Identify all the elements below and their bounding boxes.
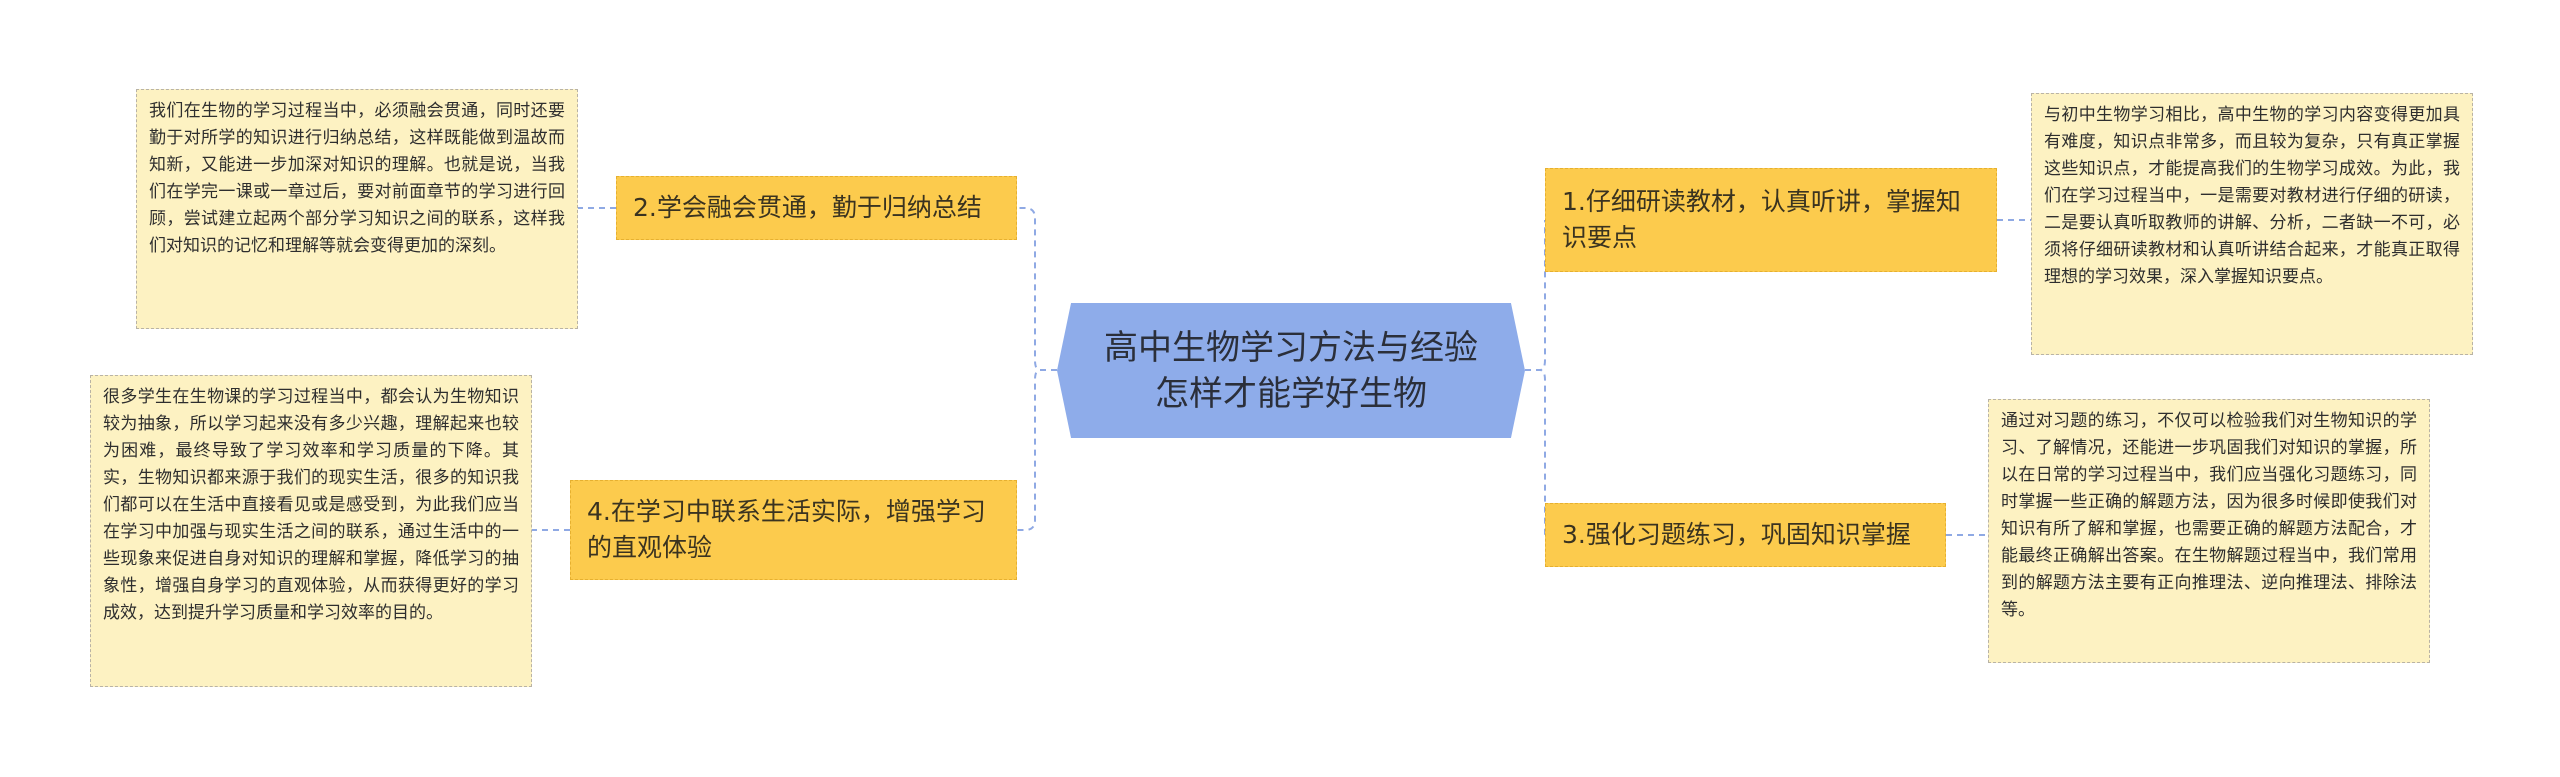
connector-center-to-branch-1 (1525, 220, 1546, 371)
detail-note-2[interactable]: 我们在生物的学习过程当中，必须融会贯通，同时还要勤于对所学的知识进行归纳总结，这… (136, 89, 578, 329)
branch-node-4-label: 4.在学习中联系生活实际，增强学习的直观体验 (587, 497, 986, 562)
branch-node-1[interactable]: 1.仔细研读教材，认真听讲，掌握知识要点 (1545, 168, 1997, 272)
detail-note-2-text: 我们在生物的学习过程当中，必须融会贯通，同时还要勤于对所学的知识进行归纳总结，这… (149, 101, 565, 256)
branch-node-4[interactable]: 4.在学习中联系生活实际，增强学习的直观体验 (570, 480, 1017, 580)
center-topic-title: 高中生物学习方法与经验 怎样才能学好生物 (1104, 327, 1478, 414)
center-topic[interactable]: 高中生物学习方法与经验 怎样才能学好生物 (1057, 303, 1525, 438)
branch-node-3-label: 3.强化习题练习，巩固知识掌握 (1562, 520, 1911, 549)
branch-node-2-label: 2.学会融会贯通，勤于归纳总结 (633, 193, 982, 222)
connector-center-to-branch-3 (1525, 369, 1546, 535)
detail-note-1-text: 与初中生物学习相比，高中生物的学习内容变得更加具有难度，知识点非常多，而且较为复… (2044, 105, 2460, 287)
detail-note-4-text: 很多学生在生物课的学习过程当中，都会认为生物知识较为抽象，所以学习起来没有多少兴… (103, 387, 519, 623)
detail-note-1[interactable]: 与初中生物学习相比，高中生物的学习内容变得更加具有难度，知识点非常多，而且较为复… (2031, 93, 2473, 355)
branch-node-2[interactable]: 2.学会融会贯通，勤于归纳总结 (616, 176, 1017, 240)
detail-note-3-text: 通过对习题的练习，不仅可以检验我们对生物知识的学习、了解情况，还能进一步巩固我们… (2001, 411, 2417, 620)
detail-note-4[interactable]: 很多学生在生物课的学习过程当中，都会认为生物知识较为抽象，所以学习起来没有多少兴… (90, 375, 532, 687)
connector-center-to-branch-4 (1017, 369, 1057, 531)
detail-note-3[interactable]: 通过对习题的练习，不仅可以检验我们对生物知识的学习、了解情况，还能进一步巩固我们… (1988, 399, 2430, 663)
connector-center-to-branch-2 (1017, 207, 1057, 371)
branch-node-3[interactable]: 3.强化习题练习，巩固知识掌握 (1545, 503, 1946, 567)
branch-node-1-label: 1.仔细研读教材，认真听讲，掌握知识要点 (1562, 187, 1961, 252)
